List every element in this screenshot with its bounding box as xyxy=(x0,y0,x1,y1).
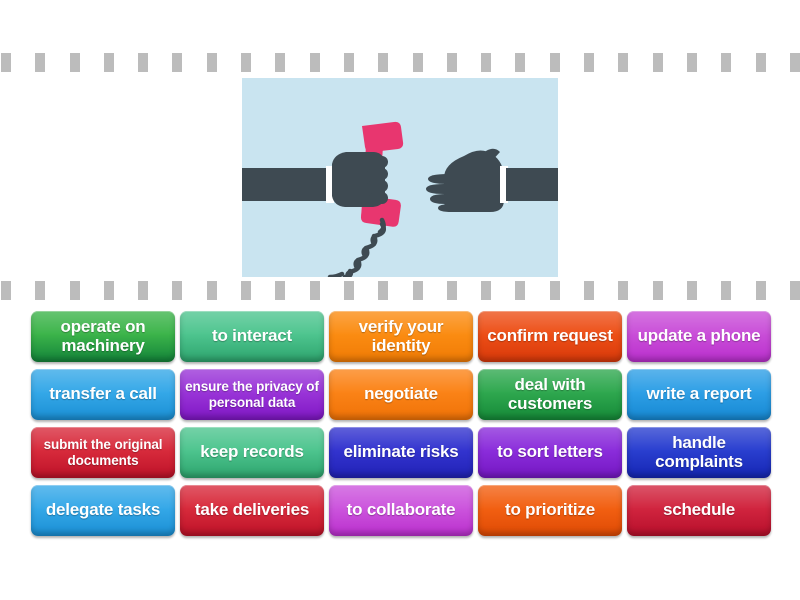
answer-tile[interactable]: to prioritize xyxy=(478,485,622,536)
film-perforation-hole xyxy=(412,280,423,300)
answer-tile-label: ensure the privacy of personal data xyxy=(185,379,319,410)
film-perforation-hole xyxy=(515,280,526,300)
answer-tile-label: deal with customers xyxy=(507,375,593,413)
answer-tile[interactable]: eliminate risks xyxy=(329,427,473,478)
answer-tile[interactable]: to collaborate xyxy=(329,485,473,536)
answer-tile-label: schedule xyxy=(662,500,736,520)
answer-tile[interactable]: schedule xyxy=(627,485,771,536)
film-perforation-hole xyxy=(652,52,663,72)
answer-tile-label: handle complaints xyxy=(655,433,743,471)
film-perforation-hole xyxy=(35,280,46,300)
film-perforation-hole xyxy=(172,52,183,72)
answer-tile-label: to sort letters xyxy=(497,442,603,462)
answer-tile[interactable]: to interact xyxy=(180,311,324,362)
film-perforation-hole xyxy=(241,52,252,72)
film-perforation-hole xyxy=(652,280,663,300)
answer-tile[interactable]: submit the original documents xyxy=(31,427,175,478)
answer-tile-label: to prioritize xyxy=(505,500,595,520)
film-perforation-hole xyxy=(275,52,286,72)
film-perforation-hole xyxy=(206,280,217,300)
answer-tile-label: update a phone xyxy=(637,326,761,346)
film-perforation-hole xyxy=(618,280,629,300)
film-perforation-hole xyxy=(103,52,114,72)
film-perforation-hole xyxy=(515,52,526,72)
film-perforation-hole xyxy=(481,280,492,300)
film-perforation-hole xyxy=(549,280,560,300)
film-perforation-row-bottom xyxy=(0,280,800,300)
film-perforation-hole xyxy=(378,52,389,72)
film-perforation-hole xyxy=(69,280,80,300)
answer-tile[interactable]: delegate tasks xyxy=(31,485,175,536)
film-perforation-hole xyxy=(789,280,800,300)
answer-tile[interactable]: update a phone xyxy=(627,311,771,362)
film-perforation-hole xyxy=(275,280,286,300)
film-perforation-hole xyxy=(481,52,492,72)
film-perforation-hole xyxy=(686,52,697,72)
tile-row: transfer a call ensure the privacy of per… xyxy=(31,369,771,420)
answer-tile-label: write a report xyxy=(646,384,752,404)
film-perforation-hole xyxy=(721,52,732,72)
tile-row: delegate tasks take deliveries to collabor… xyxy=(31,485,771,536)
film-perforation-hole xyxy=(309,52,320,72)
answer-tile[interactable]: verify your identity xyxy=(329,311,473,362)
answer-tile[interactable]: write a report xyxy=(627,369,771,420)
film-perforation-row-top xyxy=(0,52,800,72)
answer-tile[interactable]: handle complaints xyxy=(627,427,771,478)
film-perforation-hole xyxy=(138,280,149,300)
answer-tile-label: keep records xyxy=(200,442,304,462)
film-perforation-hole xyxy=(755,52,766,72)
answer-tile-label: submit the original documents xyxy=(43,437,163,468)
film-perforation-hole xyxy=(378,280,389,300)
film-perforation-hole xyxy=(584,280,595,300)
answer-tile[interactable]: operate on machinery xyxy=(31,311,175,362)
film-perforation-hole xyxy=(343,280,354,300)
answer-tile[interactable]: deal with customers xyxy=(478,369,622,420)
film-perforation-hole xyxy=(241,280,252,300)
film-perforation-hole xyxy=(103,280,114,300)
answer-tile-grid: operate on machinery to interact verify yo… xyxy=(31,311,771,536)
answer-tile[interactable]: transfer a call xyxy=(31,369,175,420)
film-perforation-hole xyxy=(584,52,595,72)
tile-row: operate on machinery to interact verify yo… xyxy=(31,311,771,362)
answer-tile[interactable]: to sort letters xyxy=(478,427,622,478)
tile-row: submit the original documents keep record… xyxy=(31,427,771,478)
film-perforation-hole xyxy=(549,52,560,72)
film-perforation-hole xyxy=(721,280,732,300)
film-perforation-hole xyxy=(412,52,423,72)
film-perforation-hole xyxy=(446,280,457,300)
answer-tile[interactable]: ensure the privacy of personal data xyxy=(180,369,324,420)
answer-tile[interactable]: take deliveries xyxy=(180,485,324,536)
answer-tile[interactable]: confirm request xyxy=(478,311,622,362)
film-perforation-hole xyxy=(618,52,629,72)
film-perforation-hole xyxy=(1,280,11,300)
answer-tile[interactable]: negotiate xyxy=(329,369,473,420)
film-perforation-hole xyxy=(686,280,697,300)
film-perforation-hole xyxy=(755,280,766,300)
answer-tile-label: operate on machinery xyxy=(60,317,146,355)
answer-tile-label: to collaborate xyxy=(346,500,456,520)
answer-tile-label: confirm request xyxy=(487,326,613,346)
film-perforation-hole xyxy=(446,52,457,72)
film-perforation-hole xyxy=(343,52,354,72)
illustration-hand-passing-telephone-handset xyxy=(242,78,558,277)
answer-tile-label: to interact xyxy=(212,326,292,346)
answer-tile-label: eliminate risks xyxy=(343,442,459,462)
film-perforation-hole xyxy=(172,280,183,300)
film-perforation-hole xyxy=(69,52,80,72)
film-perforation-hole xyxy=(1,52,11,72)
film-perforation-hole xyxy=(789,52,800,72)
answer-tile[interactable]: keep records xyxy=(180,427,324,478)
answer-tile-label: take deliveries xyxy=(194,500,310,520)
film-perforation-hole xyxy=(206,52,217,72)
answer-tile-label: negotiate xyxy=(364,384,438,404)
answer-tile-label: transfer a call xyxy=(49,384,157,404)
film-perforation-hole xyxy=(138,52,149,72)
answer-tile-label: verify your identity xyxy=(358,317,444,355)
film-perforation-hole xyxy=(309,280,320,300)
film-perforation-hole xyxy=(35,52,46,72)
answer-tile-label: delegate tasks xyxy=(45,500,161,520)
